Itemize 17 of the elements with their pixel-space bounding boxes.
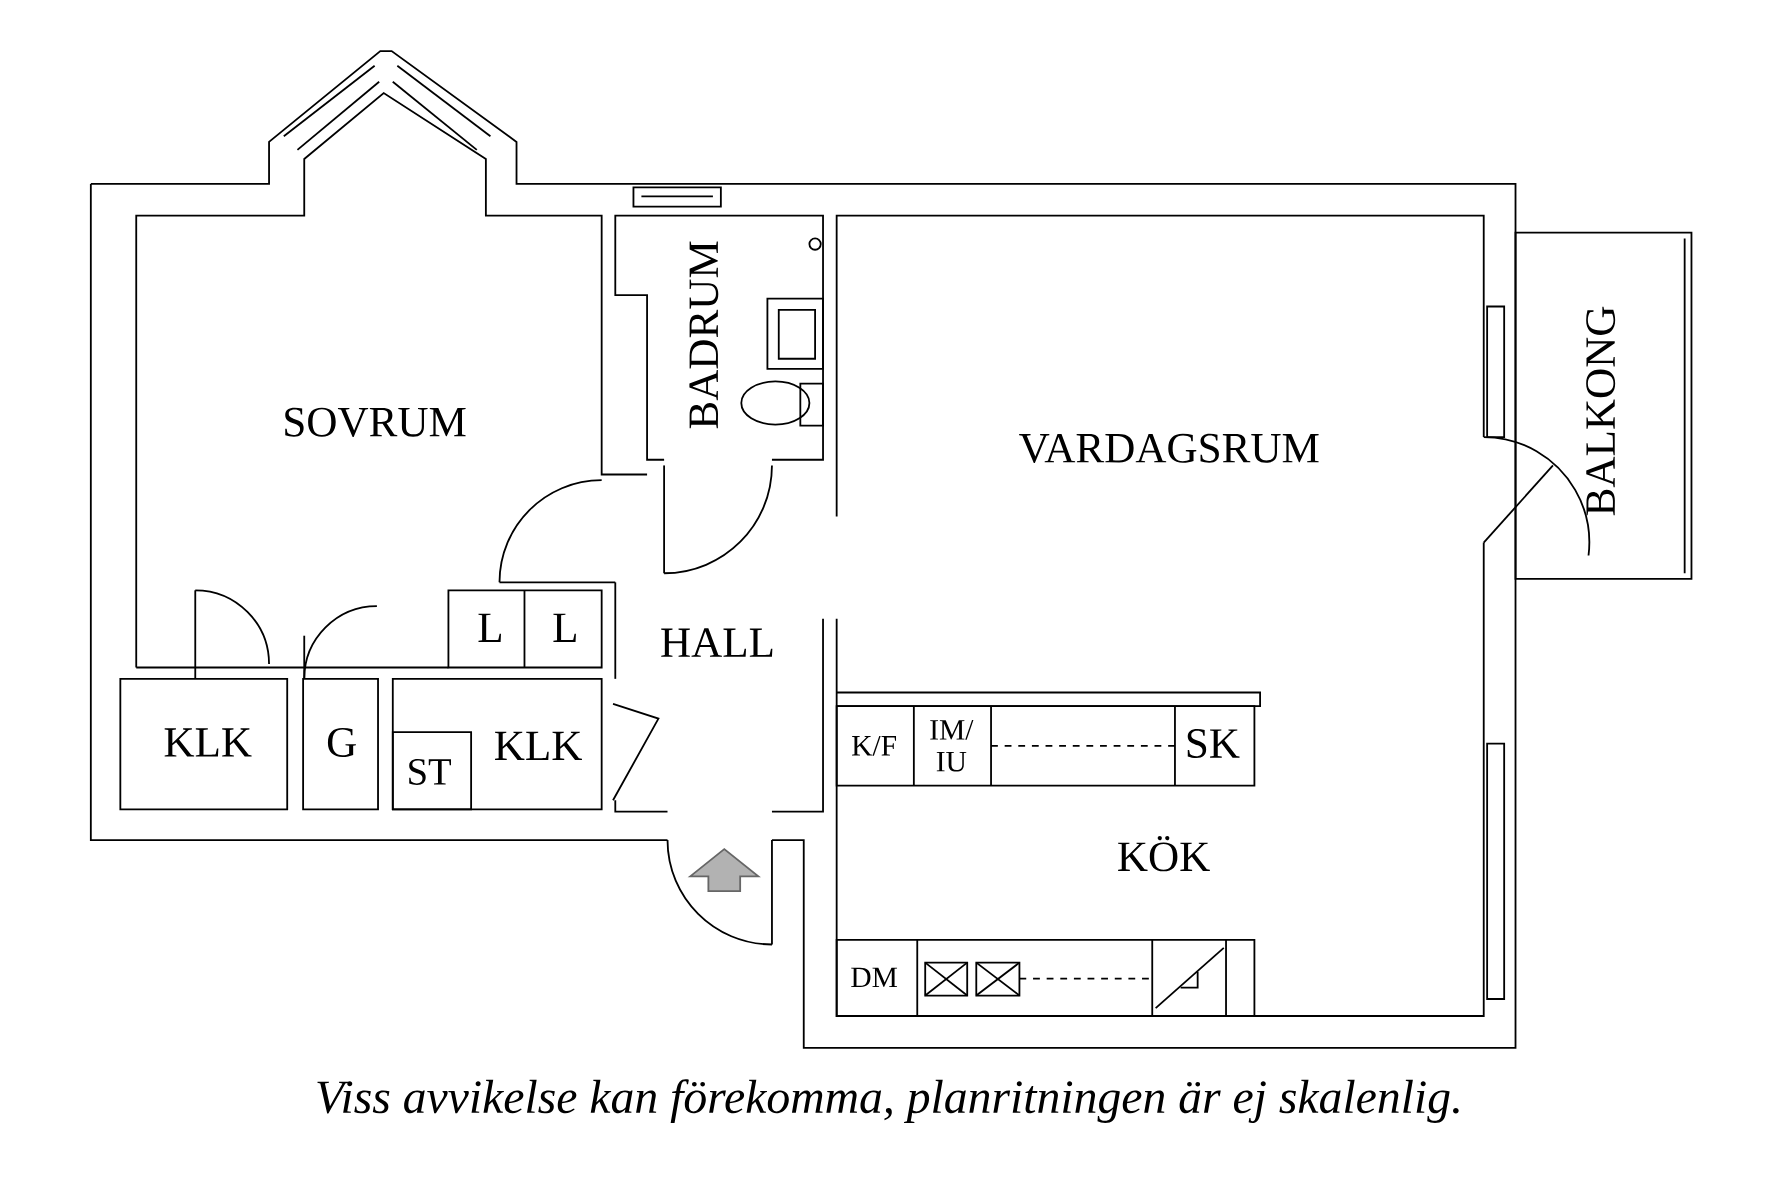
room-label: KLK — [164, 728, 252, 757]
room-label: ST — [409, 758, 451, 785]
room-label: HALL — [661, 628, 773, 657]
room-label: SOVRUM — [285, 407, 466, 437]
room-label: SK — [1187, 728, 1240, 758]
room-label: KÖK — [1118, 835, 1210, 872]
room-label: K/F — [852, 735, 896, 756]
room-label: KLK — [495, 731, 582, 760]
room-label: BALKONG — [1586, 306, 1616, 515]
caption: Viss avvikelse kan förekomma, planritningen är ej skalenlig. — [317, 1079, 1459, 1123]
room-label: IM/ IU — [930, 719, 974, 772]
room-label: BADRUM — [689, 241, 719, 429]
room-label: L — [553, 613, 576, 642]
room-label: G — [327, 727, 356, 757]
room-label: L — [478, 613, 501, 642]
room-label: DM — [851, 967, 898, 987]
room-label: VARDAGSRUM — [1019, 433, 1319, 463]
